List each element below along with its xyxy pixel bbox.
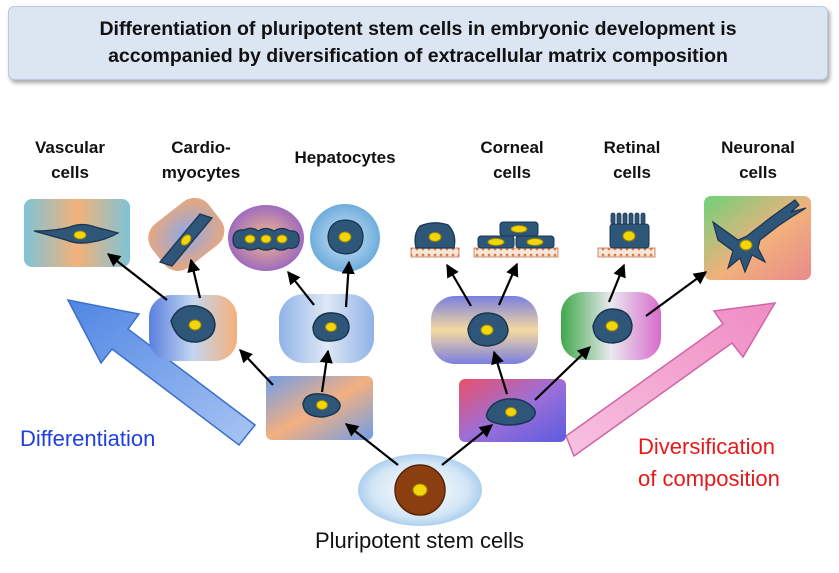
arrow-progR-to-corn [491, 350, 509, 395]
label-hepatocytes: Hepatocytes [294, 148, 396, 167]
vascular-cell-nucleus [73, 230, 87, 240]
arrow-to-neuronal [645, 271, 708, 317]
differentiation-arrow [66, 298, 257, 447]
cardiomyocyte-nucleus [180, 234, 192, 246]
diversification-arrow [565, 302, 777, 458]
differentiation-label: Differentiation [20, 426, 156, 451]
neuronal-nucleus [739, 239, 753, 251]
corneal-nucleus-2 [526, 238, 544, 246]
arrow-to-hep-blue [341, 260, 355, 308]
intermediate-corneal-nucleus [480, 324, 494, 336]
progenitor-right-nucleus [505, 407, 517, 417]
arrow-stem-to-left [344, 423, 399, 466]
corneal-nucleus-1 [487, 238, 505, 246]
corneal-matrix-2 [473, 247, 559, 258]
neuronal-cell [711, 199, 807, 274]
intermediate-retinal-neuronal-nucleus [605, 320, 619, 332]
arrow-to-hep-purple [287, 270, 315, 306]
retinal-microvilli [610, 212, 646, 225]
arrow-stem-to-right [441, 424, 494, 466]
retinal-nucleus [622, 230, 636, 242]
corneal-nucleus-3 [510, 225, 528, 233]
hepatocyte-nucleus-1 [244, 234, 256, 244]
arrow-progL-to-hep [319, 349, 333, 393]
lineage-arrows [106, 253, 708, 466]
arrow-to-corneal-1 [446, 263, 472, 307]
diversification-label-line2: of composition [638, 466, 780, 491]
diversification-label: Diversification of composition [638, 431, 780, 495]
arrow-to-cardio [187, 258, 202, 299]
arrow-to-retinal [607, 263, 626, 303]
corneal-cell-single-nucleus [428, 232, 442, 242]
intermediate-hepatocyte-nucleus [325, 322, 337, 332]
progenitor-left-nucleus [316, 400, 328, 410]
hepatocyte-nucleus-3 [276, 234, 288, 244]
pluripotent-stem-cells-label: Pluripotent stem cells [314, 528, 525, 553]
retinal-matrix [597, 247, 656, 258]
arrow-progR-to-ret [534, 346, 591, 401]
stem-cell-nucleus [412, 483, 428, 497]
title-line-2: accompanied by diversification of extrac… [108, 45, 728, 67]
label-cardiomyocytes: Cardio-myocytes [161, 138, 241, 182]
hepatocyte-nucleus-2 [260, 234, 272, 244]
title-line-1: Differentiation of pluripotent stem cell… [99, 18, 737, 40]
arrow-to-vascular [106, 253, 168, 301]
intermediate-vascular-cardio-nucleus [188, 319, 202, 331]
arrow-progL-to-midL [239, 349, 274, 386]
title-banner: Differentiation of pluripotent stem cell… [8, 6, 828, 80]
hepatocyte-single-nucleus [338, 231, 352, 243]
diversification-label-line1: Diversification [638, 434, 775, 459]
corneal-matrix-1 [410, 247, 460, 258]
arrow-to-corneal-2 [497, 262, 519, 306]
